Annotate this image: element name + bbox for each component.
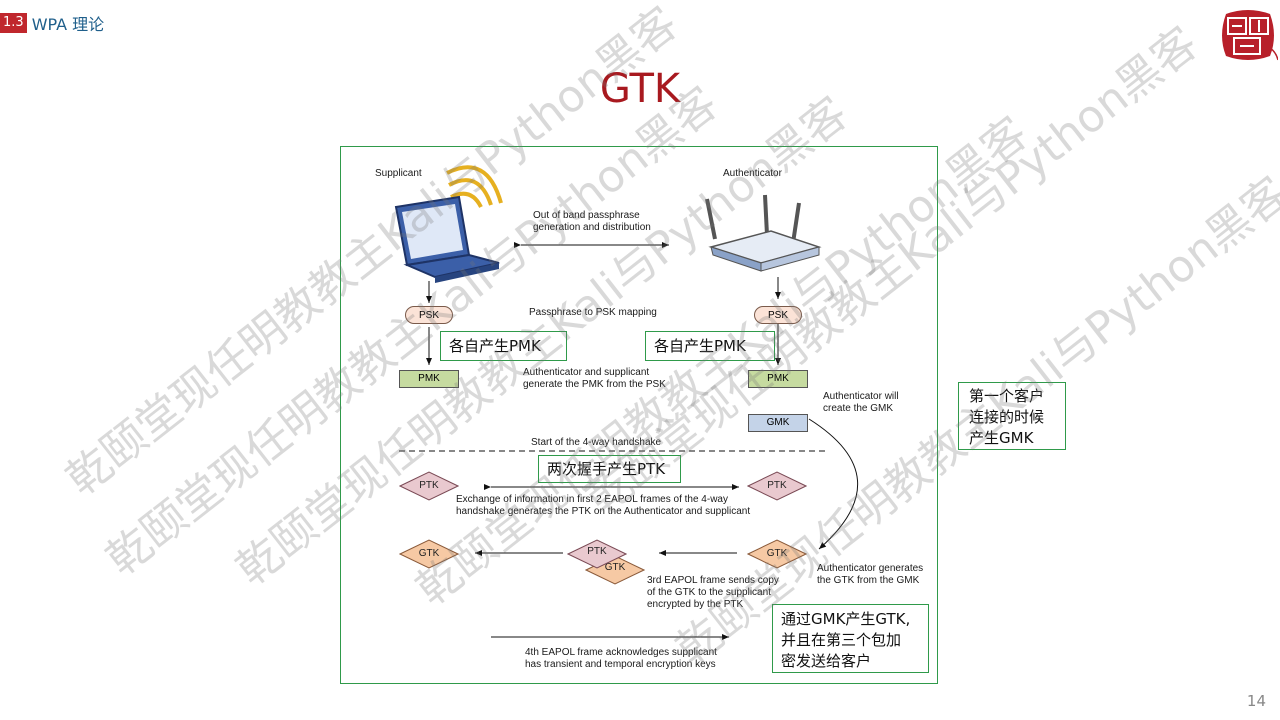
ptk-encrypting: PTK bbox=[567, 539, 627, 569]
gtk-diagram: Supplicant Authenticator Out of band pas… bbox=[340, 146, 938, 684]
laptop-icon bbox=[394, 195, 500, 283]
section-number: 1.3 bbox=[0, 13, 27, 33]
callout-gmk: 第一个客户 连接的时候 产生GMK bbox=[958, 382, 1066, 450]
third-frame-text: 3rd EAPOL frame sends copy of the GTK to… bbox=[647, 575, 779, 610]
fourth-frame-text: 4th EAPOL frame acknowledges supplicant … bbox=[525, 647, 717, 670]
diagram-lines bbox=[394, 165, 858, 640]
callout-gtk: 通过GMK产生GTK, 并且在第三个包加 密发送给客户 bbox=[772, 604, 929, 673]
section-tag: 1.3 WPA 理论 bbox=[0, 12, 104, 34]
page-number: 14 bbox=[1246, 692, 1266, 710]
callout-pmk-left: 各自产生PMK bbox=[440, 331, 567, 361]
router-icon bbox=[705, 194, 822, 272]
psk-right: PSK bbox=[754, 306, 802, 324]
psk-left: PSK bbox=[405, 306, 453, 324]
callout-pmk-right: 各自产生PMK bbox=[645, 331, 775, 361]
wifi-signal-icon bbox=[446, 165, 503, 208]
supplicant-label: Supplicant bbox=[375, 168, 422, 179]
gtk-left: GTK bbox=[399, 539, 459, 569]
ptk-left: PTK bbox=[399, 471, 459, 501]
gmk-box: GMK bbox=[748, 414, 808, 432]
ptk-exchange-text: Exchange of information in first 2 EAPOL… bbox=[456, 494, 751, 517]
psk-mapping-text: Passphrase to PSK mapping bbox=[529, 307, 657, 318]
seal-logo-icon bbox=[1218, 8, 1279, 64]
pmk-text: Authenticator and supplicant generate th… bbox=[523, 367, 666, 390]
handshake-start-text: Start of the 4-way handshake bbox=[531, 437, 662, 448]
authenticator-label: Authenticator bbox=[723, 168, 782, 179]
section-title: WPA 理论 bbox=[31, 15, 105, 34]
pmk-right: PMK bbox=[748, 370, 808, 388]
gtk-generate-text: Authenticator generates the GTK from the… bbox=[817, 563, 924, 586]
slide-title: GTK bbox=[599, 66, 681, 112]
callout-ptk: 两次握手产生PTK bbox=[538, 455, 681, 483]
gtk-right: GTK bbox=[747, 539, 807, 569]
oob-text: Out of band passphrase generation and di… bbox=[533, 210, 651, 233]
pmk-left: PMK bbox=[399, 370, 459, 388]
ptk-right: PTK bbox=[747, 471, 807, 501]
gmk-text: Authenticator will create the GMK bbox=[823, 391, 899, 414]
